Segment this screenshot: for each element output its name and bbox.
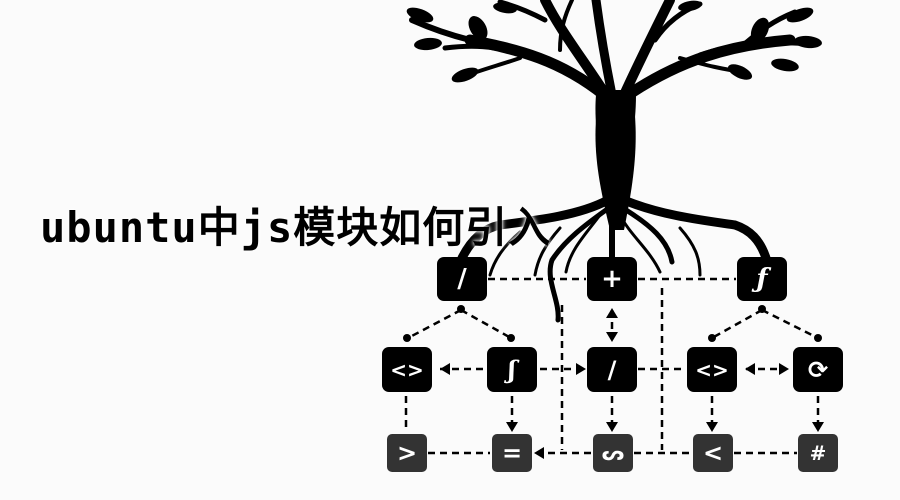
node-code-right: <> [687, 347, 737, 392]
node-cycle: ⟳ [793, 347, 843, 392]
node-glyph: ᔕ [593, 434, 633, 472]
glyph-icon: ᔕ [601, 441, 625, 465]
equals-icon: = [501, 439, 523, 467]
integral-icon: ʃ [508, 355, 516, 384]
connectors [404, 277, 820, 455]
code-brackets-icon: <> [390, 357, 424, 382]
less-than-icon: < [702, 439, 724, 467]
tree-icon [409, 0, 813, 230]
hash-icon: # [809, 441, 827, 465]
function-icon: ƒ [756, 264, 768, 294]
page-title: ubuntu中js模块如何引入 [40, 203, 552, 252]
node-greater-than: > [387, 434, 427, 472]
leaf-icons [406, 0, 822, 83]
node-slash-top: / [437, 257, 487, 301]
cycle-icon: ⟳ [807, 355, 829, 384]
plus-icon: + [601, 264, 623, 294]
connector-markers [403, 305, 824, 459]
node-code-left: <> [382, 347, 432, 392]
greater-than-icon: > [396, 439, 418, 467]
node-hash: # [798, 434, 838, 472]
code-brackets-icon: <> [695, 357, 729, 382]
node-function-top: ƒ [737, 257, 787, 301]
node-less-than: < [693, 434, 733, 472]
node-plus-top: + [587, 257, 637, 301]
node-integral: ʃ [487, 347, 537, 392]
node-slash-middle: / [587, 347, 637, 392]
slash-icon: / [457, 264, 467, 294]
slash-icon: / [607, 355, 617, 384]
root-icons [457, 195, 771, 323]
node-equals: = [492, 434, 532, 472]
